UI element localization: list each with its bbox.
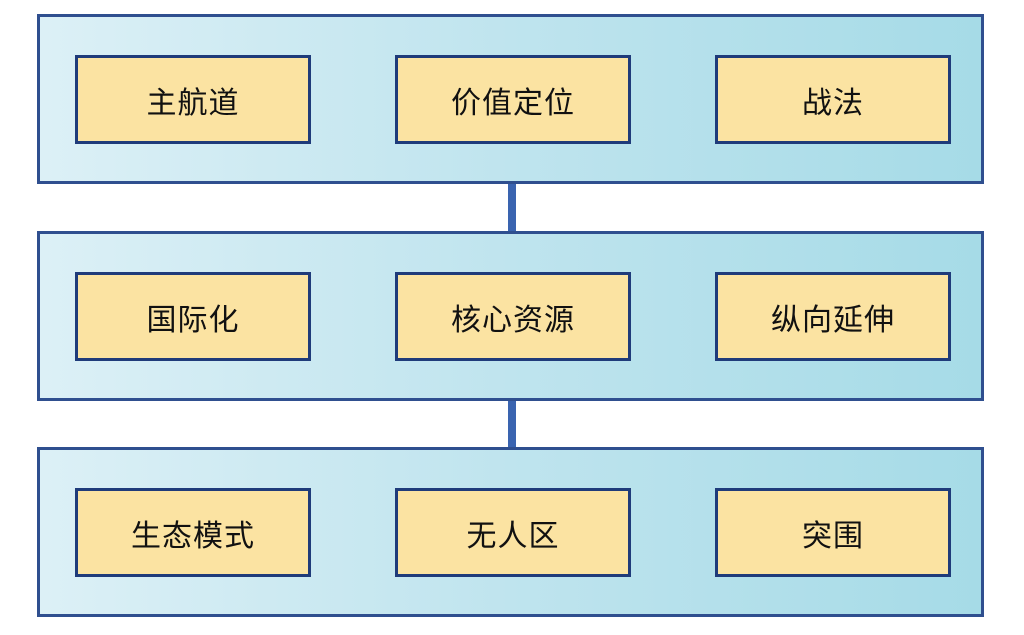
node-tier2-2: 核心资源 bbox=[395, 272, 631, 361]
tier-panel-2: 国际化 核心资源 纵向延伸 bbox=[37, 231, 984, 401]
node-tier3-3: 突围 bbox=[715, 488, 951, 577]
node-tier1-3: 战法 bbox=[715, 55, 951, 144]
node-tier2-1: 国际化 bbox=[75, 272, 311, 361]
node-tier2-3: 纵向延伸 bbox=[715, 272, 951, 361]
connector-line-2-3 bbox=[508, 401, 516, 447]
node-tier3-2: 无人区 bbox=[395, 488, 631, 577]
node-tier1-2: 价值定位 bbox=[395, 55, 631, 144]
tier-panel-1: 主航道 价值定位 战法 bbox=[37, 14, 984, 184]
connector-line-1-2 bbox=[508, 184, 516, 231]
node-tier1-1: 主航道 bbox=[75, 55, 311, 144]
tier-panel-3: 生态模式 无人区 突围 bbox=[37, 447, 984, 617]
node-tier3-1: 生态模式 bbox=[75, 488, 311, 577]
